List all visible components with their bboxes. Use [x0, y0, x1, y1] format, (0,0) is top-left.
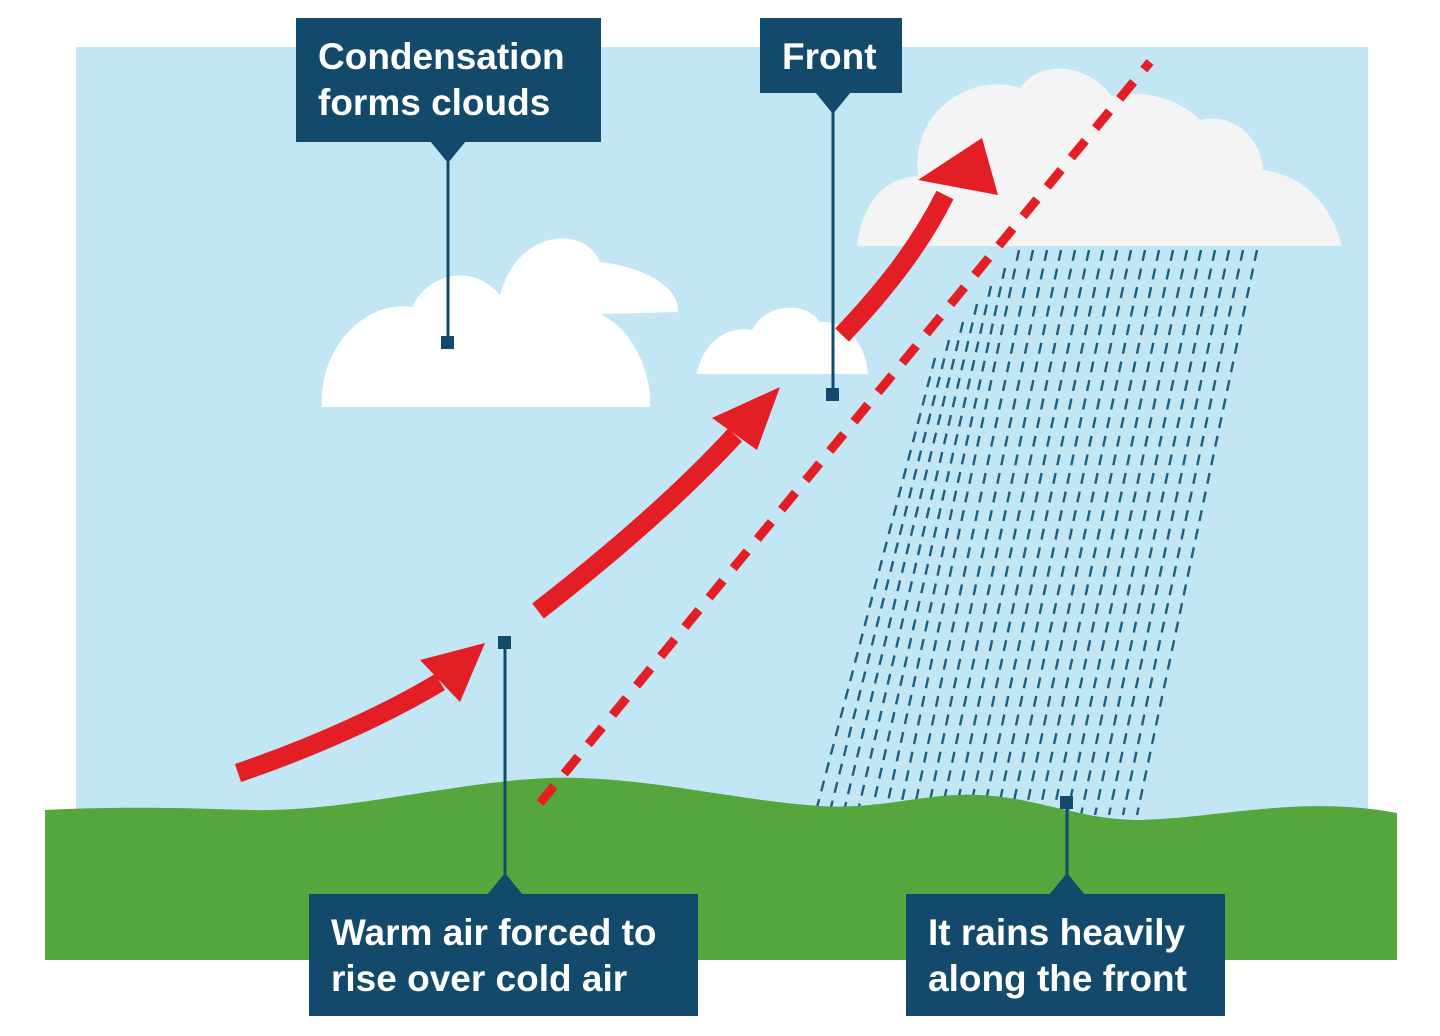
rain-streak [883, 267, 1007, 816]
front-label-line1: Front [782, 36, 877, 77]
rain-streaks [813, 249, 1259, 816]
rain-streak [953, 249, 1077, 816]
rain-label-line1: It rains heavily [928, 912, 1186, 953]
rain-streak [925, 249, 1049, 816]
warm-air-pointer [498, 636, 511, 880]
warm-air-arrow-2 [532, 387, 780, 619]
rain-streak [1051, 249, 1175, 816]
rain-streak [841, 321, 965, 816]
rain-pointer [1060, 796, 1073, 880]
condensation-label-tail [430, 141, 466, 163]
rain-streak [855, 303, 979, 816]
rain-streak [939, 249, 1063, 816]
condensation-label: Condensation forms clouds [296, 18, 601, 142]
rain-streak [813, 357, 937, 816]
rain-label: It rains heavily along the front [906, 894, 1225, 1016]
warm-air-label-line1: Warm air forced to [331, 912, 657, 953]
rain-streak [1121, 249, 1245, 816]
rain-streak [1009, 249, 1133, 816]
rain-streak [1093, 249, 1217, 816]
rain-streak [1079, 249, 1203, 816]
condensation-pointer [441, 160, 454, 349]
front-pointer [826, 110, 839, 401]
rain-streak [897, 249, 1021, 816]
front-line [536, 59, 1154, 806]
rain-streak [981, 249, 1105, 816]
rain-streak [1023, 249, 1147, 816]
rain-streak [911, 249, 1035, 816]
rain-streak [827, 339, 951, 816]
warm-air-arrow-3 [835, 138, 998, 342]
rain-streak [869, 285, 993, 816]
rain-streak [1107, 249, 1231, 816]
cloud-small [697, 307, 868, 374]
rain-label-tail [1049, 873, 1085, 895]
front-label-tail [815, 92, 851, 114]
rain-streak [995, 249, 1119, 816]
rain-label-line2: along the front [928, 958, 1187, 999]
warm-air-arrow-1 [234, 643, 485, 782]
cloud-left [321, 238, 679, 407]
rain-streak [1065, 249, 1189, 816]
rain-streak [1135, 249, 1259, 816]
condensation-label-line2: forms clouds [318, 82, 551, 123]
warm-air-label-line2: rise over cold air [331, 958, 628, 999]
rain-streak [1037, 249, 1161, 816]
condensation-label-line1: Condensation [318, 36, 565, 77]
warm-air-label-tail [487, 873, 523, 895]
front-label: Front [760, 18, 902, 93]
cloud-large [857, 68, 1342, 246]
warm-air-label: Warm air forced to rise over cold air [309, 894, 698, 1016]
rain-streak [967, 249, 1091, 816]
